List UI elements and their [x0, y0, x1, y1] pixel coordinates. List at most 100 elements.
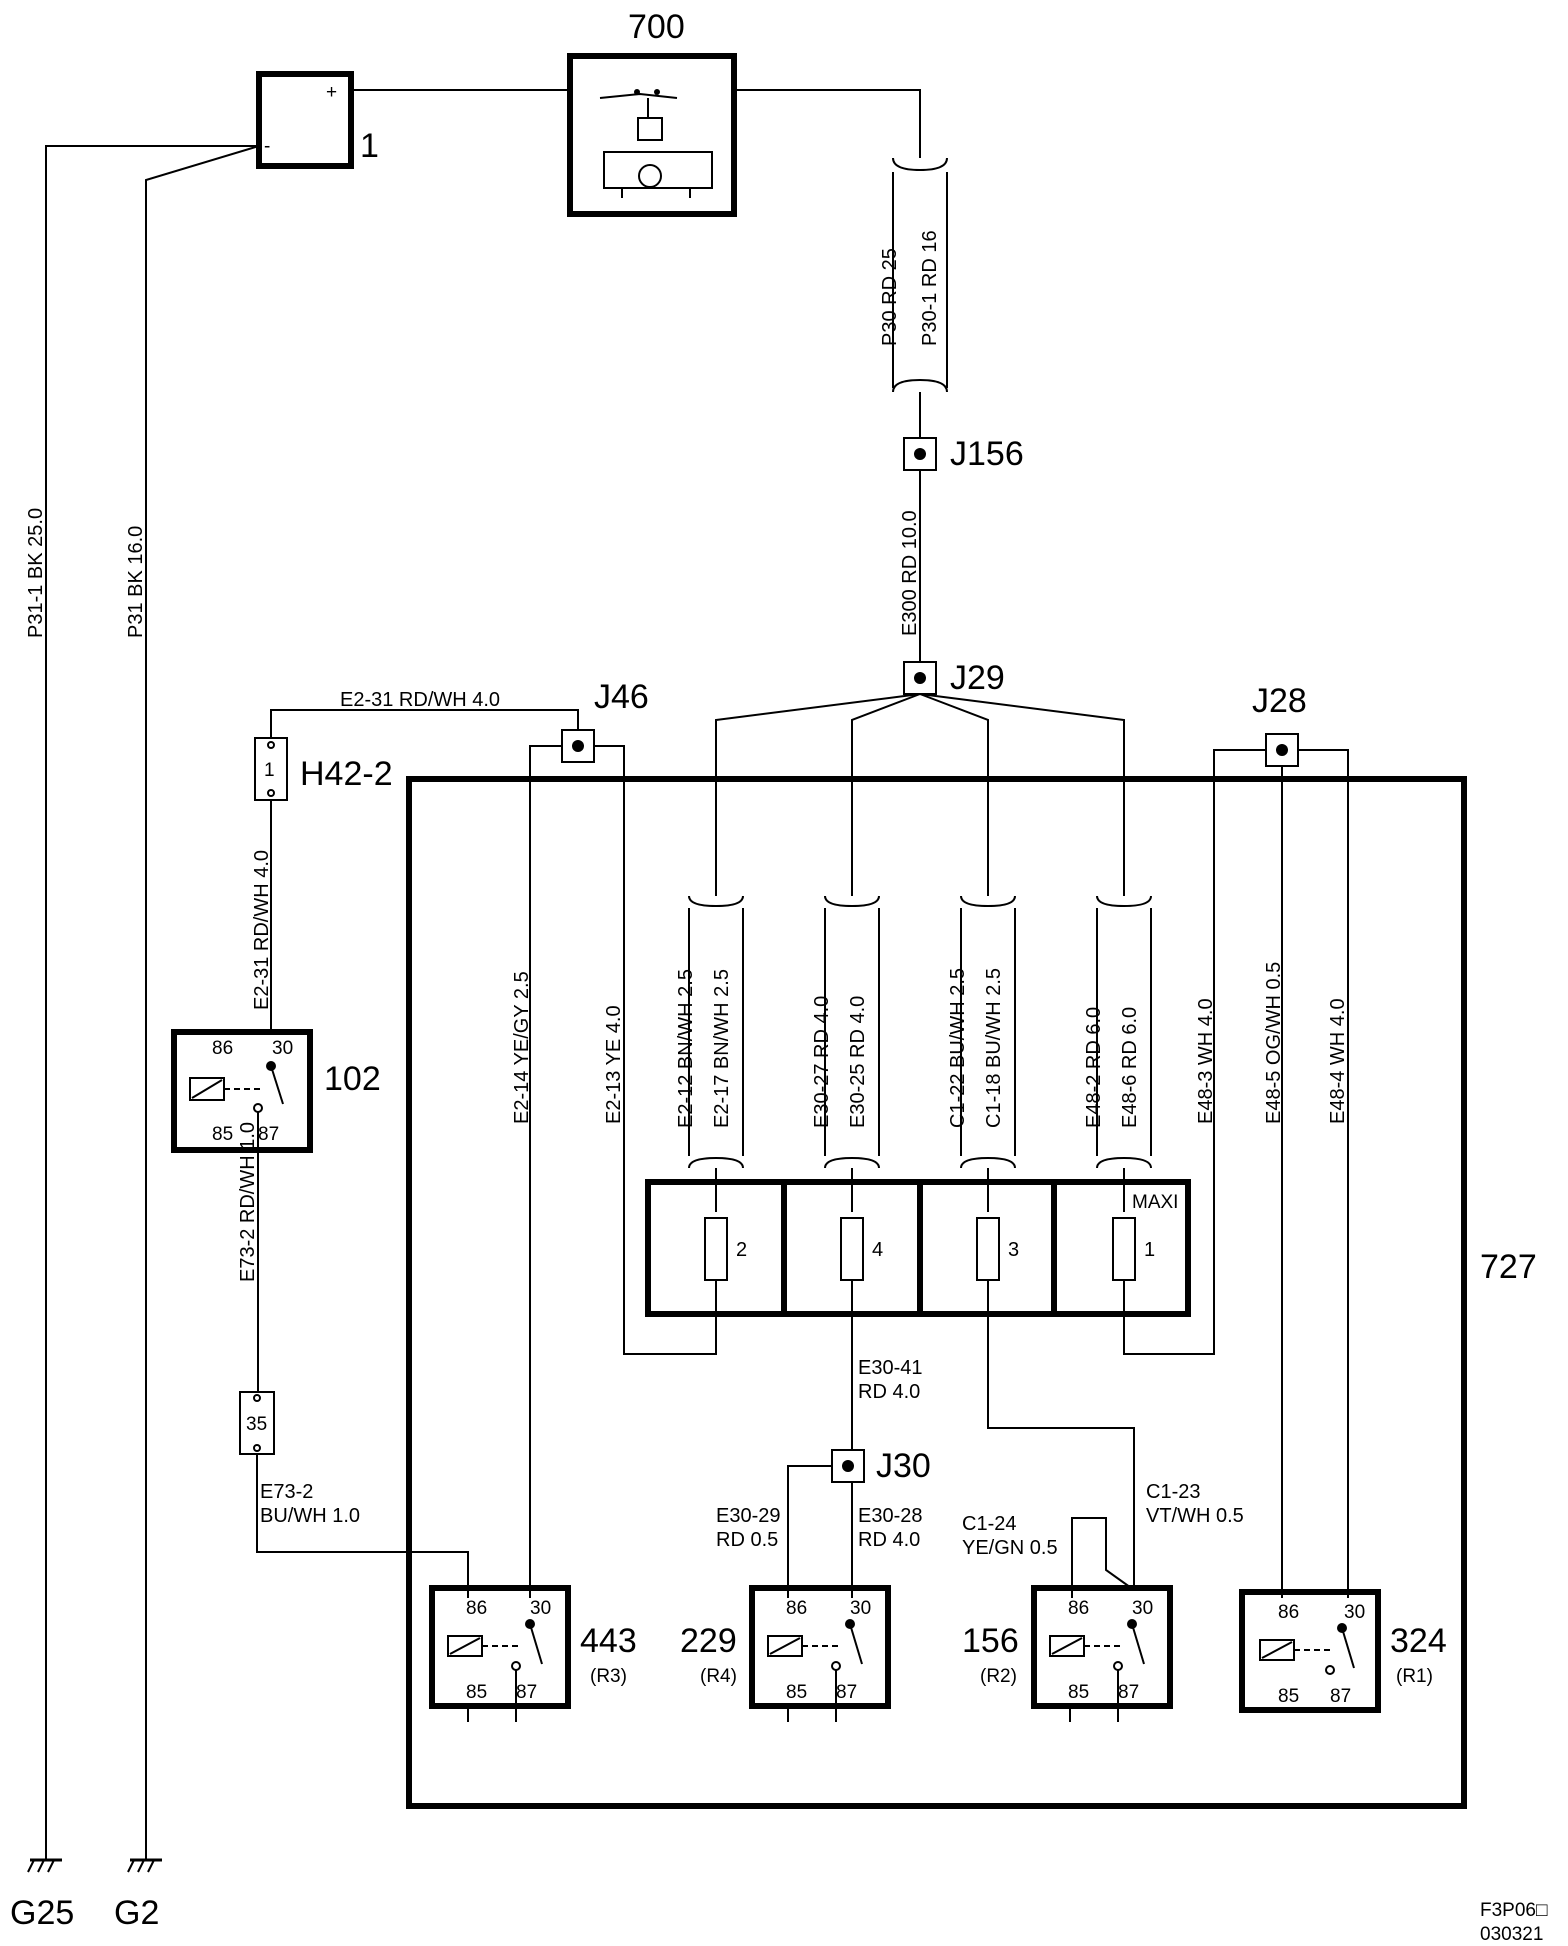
junction-j30-label: J30: [876, 1447, 931, 1485]
relay-443-pin-85: 85: [466, 1682, 487, 1703]
wire-label-c1-23-b: VT/WH 0.5: [1146, 1505, 1244, 1527]
relay-box-727: 727: [406, 776, 1537, 1809]
wire-label-e73-2-vertical: E73-2 RD/WH 1.0: [237, 1122, 259, 1282]
main-fuse-700: 700: [567, 8, 737, 217]
ground-g25: G25: [10, 1858, 74, 1932]
wire-label-e30-28-a: E30-28: [858, 1505, 923, 1527]
wire-label-e30-29-b: RD 0.5: [716, 1529, 778, 1551]
relay-324: 86 30 85 87 324 (R1): [1239, 1589, 1447, 1713]
relay-324-pin-87: 87: [1330, 1686, 1351, 1707]
battery: + - 1: [256, 71, 379, 169]
junction-j156-label: J156: [950, 435, 1024, 473]
wire-label-e73-2-b: BU/WH 1.0: [260, 1505, 360, 1527]
wire-label-p30-1: P30-1 RD 16: [919, 230, 941, 346]
wire-label-e30-41-a: E30-41: [858, 1357, 923, 1379]
relay-229: 86 30 85 87 229 (R4): [680, 1585, 891, 1722]
fuse-bundle-2: E2-12 BN/WH 2.5 E2-17 BN/WH 2.5: [675, 895, 744, 1212]
relay-324-id: 324: [1390, 1622, 1447, 1660]
wire-label-e30-27: E30-27 RD 4.0: [811, 996, 833, 1128]
fuse-bundle-1: E48-2 RD 6.0 E48-6 RD 6.0: [1083, 895, 1152, 1212]
battery-id: 1: [360, 127, 379, 165]
wire-label-e300: E300 RD 10.0: [899, 510, 921, 636]
relay-156-pin-87: 87: [1118, 1682, 1139, 1703]
relay-443: 86 30 85 87 443 (R3): [429, 1585, 637, 1722]
wire-label-p31-1: P31-1 BK 25.0: [25, 508, 47, 638]
relay-102-pin-86: 86: [212, 1038, 233, 1059]
relay-229-pin-30: 30: [850, 1598, 871, 1619]
relay-156: 86 30 85 87 156 (R2): [962, 1585, 1173, 1722]
relay-102-pin-85: 85: [212, 1124, 233, 1145]
fuse-1-label: 1: [1144, 1239, 1155, 1261]
wire-label-e48-5: E48-5 OG/WH 0.5: [1263, 962, 1285, 1124]
fuse-bundle-3: C1-22 BU/WH 2.5 C1-18 BU/WH 2.5: [947, 895, 1016, 1212]
relay-102-pin-87: 87: [258, 1124, 279, 1145]
wire-label-p30: P30 RD 25: [879, 248, 901, 346]
relay-102-id: 102: [324, 1060, 381, 1098]
relay-324-sub: (R1): [1396, 1666, 1433, 1687]
wire-label-e48-2: E48-2 RD 6.0: [1083, 1007, 1105, 1128]
wire-label-e30-25: E30-25 RD 4.0: [847, 996, 869, 1128]
relay-324-pin-85: 85: [1278, 1686, 1299, 1707]
wire-label-e2-13: E2-13 YE 4.0: [603, 1005, 625, 1124]
relay-156-pin-30: 30: [1132, 1598, 1153, 1619]
ground-g2-label: G2: [114, 1894, 159, 1932]
junction-j30: J30: [831, 1447, 931, 1485]
junction-j46: J46: [561, 678, 649, 763]
relay-229-pin-87: 87: [836, 1682, 857, 1703]
connector-35-pin: 35: [246, 1414, 267, 1435]
fuse-block: 2 4 3 1 MAXI: [645, 1179, 1191, 1317]
junction-j28: J28: [1252, 682, 1307, 767]
fuse-bundle-4: E30-27 RD 4.0 E30-25 RD 4.0: [811, 895, 880, 1212]
relay-324-pin-30: 30: [1344, 1602, 1365, 1623]
wire-label-e73-2-a: E73-2: [260, 1481, 313, 1503]
wire-label-e2-12: E2-12 BN/WH 2.5: [675, 969, 697, 1128]
junction-j29-label: J29: [950, 659, 1005, 697]
relay-443-pin-87: 87: [516, 1682, 537, 1703]
wire-label-p31: P31 BK 16.0: [125, 526, 147, 638]
wire-label-c1-24-a: C1-24: [962, 1513, 1016, 1535]
connector-h42-label: H42-2: [300, 755, 393, 793]
junction-j28-label: J28: [1252, 682, 1307, 720]
relay-102: 86 30 85 87 102: [171, 1029, 381, 1153]
fuse-4-label: 4: [872, 1239, 883, 1261]
junction-j156: J156: [903, 435, 1024, 473]
connector-h42-2: 1 H42-2: [254, 737, 393, 801]
relay-443-sub: (R3): [590, 1666, 627, 1687]
fuse-3-label: 3: [1008, 1239, 1019, 1261]
relay-156-pin-86: 86: [1068, 1598, 1089, 1619]
relay-443-id: 443: [580, 1622, 637, 1660]
wire-label-c1-23-a: C1-23: [1146, 1481, 1200, 1503]
fuse-2-label: 2: [736, 1239, 747, 1261]
wire-label-c1-22: C1-22 BU/WH 2.5: [947, 968, 969, 1128]
relay-156-pin-85: 85: [1068, 1682, 1089, 1703]
component-700-label: 700: [628, 8, 685, 46]
relay-229-id: 229: [680, 1622, 737, 1660]
wire-label-e30-29-a: E30-29: [716, 1505, 781, 1527]
battery-minus: -: [264, 136, 270, 157]
wire-label-e30-41-b: RD 4.0: [858, 1381, 920, 1403]
wire-label-c1-18: C1-18 BU/WH 2.5: [983, 968, 1005, 1128]
connector-35: 35: [239, 1391, 275, 1455]
ground-g2: G2: [114, 1858, 162, 1932]
relay-443-pin-30: 30: [530, 1598, 551, 1619]
battery-plus: +: [326, 82, 337, 103]
maxi-label: MAXI: [1132, 1192, 1178, 1213]
footer-date: 030321: [1480, 1924, 1543, 1945]
wire-label-e2-14: E2-14 YE/GY 2.5: [511, 971, 533, 1124]
relay-102-pin-30: 30: [272, 1038, 293, 1059]
wire-label-c1-24-b: YE/GN 0.5: [962, 1537, 1058, 1559]
wire-label-e30-28-b: RD 4.0: [858, 1529, 920, 1551]
wire-label-e2-17: E2-17 BN/WH 2.5: [711, 969, 733, 1128]
wire-label-e48-4: E48-4 WH 4.0: [1327, 998, 1349, 1124]
connector-h42-pin: 1: [264, 760, 275, 781]
wire-label-e48-6: E48-6 RD 6.0: [1119, 1007, 1141, 1128]
ground-g25-label: G25: [10, 1894, 74, 1932]
box-727-label: 727: [1480, 1248, 1537, 1286]
wire-bundle-p30: P30 RD 25 P30-1 RD 16: [879, 157, 948, 438]
wire-label-e2-31-top: E2-31 RD/WH 4.0: [340, 689, 500, 711]
junction-j46-label: J46: [594, 678, 649, 716]
footer-code: F3P06□: [1480, 1900, 1548, 1921]
wire-label-e2-31-vertical: E2-31 RD/WH 4.0: [251, 850, 273, 1010]
wire-label-e48-3: E48-3 WH 4.0: [1195, 998, 1217, 1124]
